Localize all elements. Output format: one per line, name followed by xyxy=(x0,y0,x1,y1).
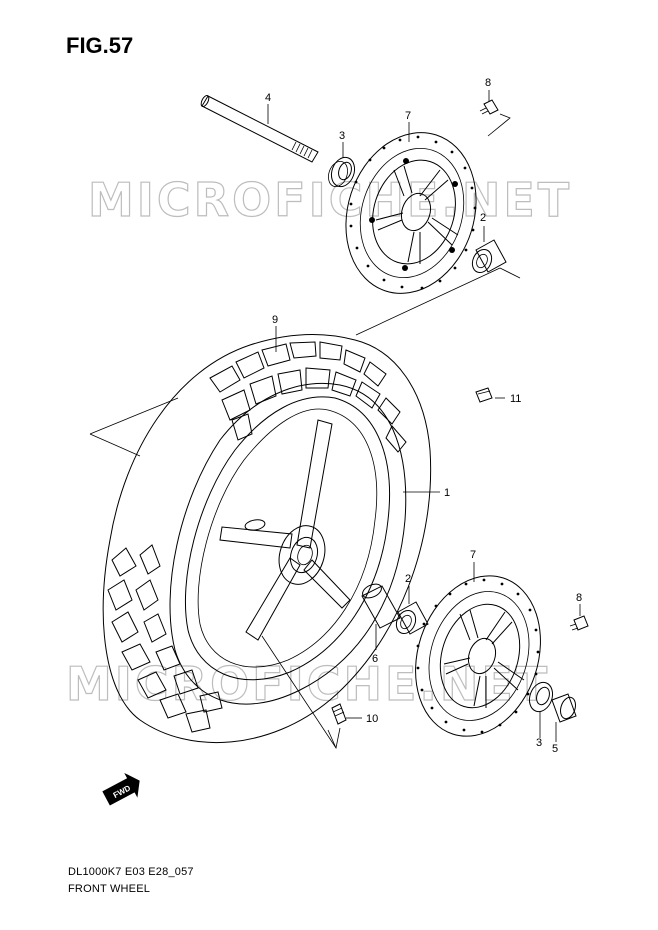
callout-8-top: 8 xyxy=(485,77,491,89)
clip xyxy=(475,387,493,403)
callout-2-top: 2 xyxy=(480,212,486,224)
collar xyxy=(551,693,577,723)
watermark-bottom: MICROFICHE.NET xyxy=(66,657,550,711)
callout-9: 9 xyxy=(272,314,278,326)
diagram-code: DL1000K7 E03 E28_057 xyxy=(68,866,194,878)
axle xyxy=(200,94,319,163)
callout-3-top: 3 xyxy=(339,130,345,142)
brake-disc-top xyxy=(345,132,477,294)
callout-5: 5 xyxy=(552,743,558,755)
callout-11: 11 xyxy=(510,393,521,405)
dust-seal-top xyxy=(328,156,356,188)
callout-7-top: 7 xyxy=(405,110,411,122)
dust-seal-bottom xyxy=(528,681,554,713)
callout-1: 1 xyxy=(444,487,450,499)
spacer xyxy=(361,583,401,629)
callout-7-bottom: 7 xyxy=(470,549,476,561)
callout-10: 10 xyxy=(366,713,378,725)
fwd-arrow-icon: FWD xyxy=(102,772,140,806)
diagram-name: FRONT WHEEL xyxy=(68,883,151,895)
watermark-top: MICROFICHE.NET xyxy=(88,173,572,227)
callout-3-bottom: 3 xyxy=(536,737,542,749)
disc-bolt-bottom xyxy=(569,615,589,631)
disc-bolt-top xyxy=(479,99,499,115)
callout-6: 6 xyxy=(372,653,378,665)
leader-lines xyxy=(89,90,581,750)
callout-4: 4 xyxy=(265,92,271,104)
bearing-bottom xyxy=(395,601,429,635)
brake-disc-bottom xyxy=(415,575,541,737)
bearing-top xyxy=(471,239,507,274)
callout-8-bottom: 8 xyxy=(576,592,582,604)
figure-title: FIG.57 xyxy=(66,33,134,58)
callout-2-bottom: 2 xyxy=(405,573,411,585)
front-wheel-tire xyxy=(102,334,432,743)
